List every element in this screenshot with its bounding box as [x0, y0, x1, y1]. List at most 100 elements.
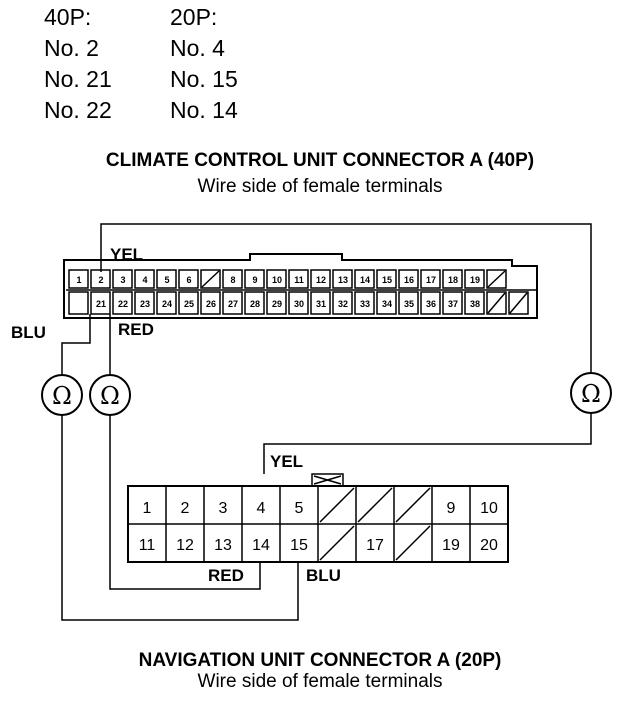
connector-40p-cell — [464, 291, 485, 315]
connector-40p-terminal-33: 33 — [360, 299, 370, 309]
pin-header-20p: 20P: — [170, 4, 218, 30]
connector-40p-cell — [376, 291, 397, 315]
connector-40p-cell — [442, 291, 463, 315]
connector-40p-cell — [244, 291, 265, 315]
connector-40p-cell — [398, 269, 419, 289]
connector-40p-terminal-21: 21 — [96, 299, 106, 309]
connector-40p-terminal-1: 1 — [76, 275, 81, 285]
connector-20p-title: NAVIGATION UNIT CONNECTOR A (20P) — [138, 650, 502, 671]
connector-40p-blank-slash — [487, 292, 506, 314]
connector-40p-housing — [63, 253, 538, 319]
connector-40p-cell — [354, 291, 375, 315]
connector-40p-terminal-10: 10 — [272, 275, 282, 285]
connector-40p-cell — [200, 269, 221, 289]
connector-20p-terminal-17: 17 — [366, 537, 384, 554]
connector-20p-lock-tab — [311, 473, 344, 486]
connector-20p-blank-slash — [357, 487, 393, 523]
ohmmeter-middle-ohm-icon: Ω — [100, 382, 120, 410]
connector-20p-blank-slash — [395, 487, 431, 523]
ohmmeter-left-ohm-icon: Ω — [52, 382, 72, 410]
connector-40p-blank-slash — [509, 292, 528, 314]
pin-header-40p: 40P: — [44, 4, 92, 30]
connector-40p-terminal-12: 12 — [316, 275, 326, 285]
pin-40p-1: No. 2 — [44, 35, 99, 61]
connector-40p-title: CLIMATE CONTROL UNIT CONNECTOR A (40P) — [105, 150, 535, 171]
connector-40p-cell — [112, 269, 133, 289]
connector-20p-blank-slash — [319, 487, 355, 523]
connector-40p-terminal-5: 5 — [164, 275, 169, 285]
connector-40p-cell — [464, 269, 485, 289]
wire-label-red-bottom: RED — [208, 566, 244, 585]
connector-40p-terminal-9: 9 — [252, 275, 257, 285]
connector-40p-cell — [266, 269, 287, 289]
connector-40p-cell — [420, 269, 441, 289]
wire-blu-lower — [61, 415, 299, 621]
connector-20p-lock-x — [313, 475, 342, 485]
wire-yel-lower — [263, 413, 592, 474]
connector-40p-cell — [178, 269, 199, 289]
connector-40p-terminal-36: 36 — [426, 299, 436, 309]
connector-40p-cell — [332, 291, 353, 315]
connector-20p-terminal-15: 15 — [290, 537, 308, 554]
connector-40p-terminal-16: 16 — [404, 275, 414, 285]
connector-40p-cell — [200, 291, 221, 315]
connector-40p-cell — [68, 269, 89, 289]
connector-40p-terminal-11: 11 — [294, 275, 304, 285]
connector-40p-terminal-28: 28 — [250, 299, 260, 309]
pin-40p-2: No. 21 — [44, 66, 112, 92]
wire-red-lower — [109, 415, 261, 590]
connector-40p-cell — [156, 291, 177, 315]
connector-40p-terminal-15: 15 — [382, 275, 392, 285]
ohmmeter-right-ohm-icon: Ω — [581, 380, 601, 408]
connector-40p-cell — [486, 291, 507, 315]
connector-20p-blank-slash — [319, 525, 355, 561]
connector-40p-terminal-3: 3 — [120, 275, 125, 285]
connector-40p-cell — [68, 291, 89, 315]
connector-20p-terminal-4: 4 — [257, 500, 266, 517]
connector-40p-terminal-25: 25 — [184, 299, 194, 309]
connector-40p-cell — [332, 269, 353, 289]
connector-40p-cell — [156, 269, 177, 289]
wire-blu-upper — [61, 314, 91, 375]
connector-20p-terminal-13: 13 — [214, 537, 232, 554]
connector-40p-terminal-18: 18 — [448, 275, 458, 285]
connector-40p-terminal-38: 38 — [470, 299, 480, 309]
connector-40p-cell — [442, 269, 463, 289]
connector-40p-terminal-14: 14 — [360, 275, 370, 285]
connector-40p-cell — [508, 291, 529, 315]
connector-40p-cell — [310, 269, 331, 289]
connector-40p-terminal-29: 29 — [272, 299, 282, 309]
connector-40p-terminal-35: 35 — [404, 299, 414, 309]
pin-40p-3: No. 22 — [44, 97, 112, 123]
pin-20p-2: No. 15 — [170, 66, 238, 92]
connector-40p-subtitle: Wire side of female terminals — [197, 176, 443, 197]
connector-40p-terminal-34: 34 — [382, 299, 392, 309]
connector-40p-cell — [178, 291, 199, 315]
connector-40p-cell — [244, 269, 265, 289]
connector-40p-cell — [134, 291, 155, 315]
connector-40p-cell — [354, 269, 375, 289]
wire-yel-upper — [100, 223, 592, 373]
connector-40p-cell — [420, 291, 441, 315]
pin-20p-1: No. 4 — [170, 35, 225, 61]
connector-40p-cell — [134, 269, 155, 289]
wire-label-yel-bottom: YEL — [270, 452, 303, 471]
connector-40p-cell — [266, 291, 287, 315]
connector-40p-terminal-37: 37 — [448, 299, 458, 309]
connector-40p-terminal-31: 31 — [316, 299, 326, 309]
connector-40p-terminal-6: 6 — [186, 275, 191, 285]
connector-40p-cell — [398, 291, 419, 315]
connector-20p-blank-slash — [395, 525, 431, 561]
connector-40p-terminal-2: 2 — [98, 275, 103, 285]
connector-40p-terminal-19: 19 — [470, 275, 480, 285]
connector-40p-terminal-13: 13 — [338, 275, 348, 285]
connector-40p-cell — [222, 269, 243, 289]
connector-40p-blank-slash — [201, 270, 220, 288]
connector-40p-terminal-32: 32 — [338, 299, 348, 309]
connector-20p-terminal-11: 11 — [139, 537, 156, 554]
connector-40p-cell — [288, 269, 309, 289]
connector-40p-terminal-24: 24 — [162, 299, 172, 309]
connector-40p-terminal-4: 4 — [142, 275, 147, 285]
wire-label-yel-top: YEL — [110, 245, 143, 264]
